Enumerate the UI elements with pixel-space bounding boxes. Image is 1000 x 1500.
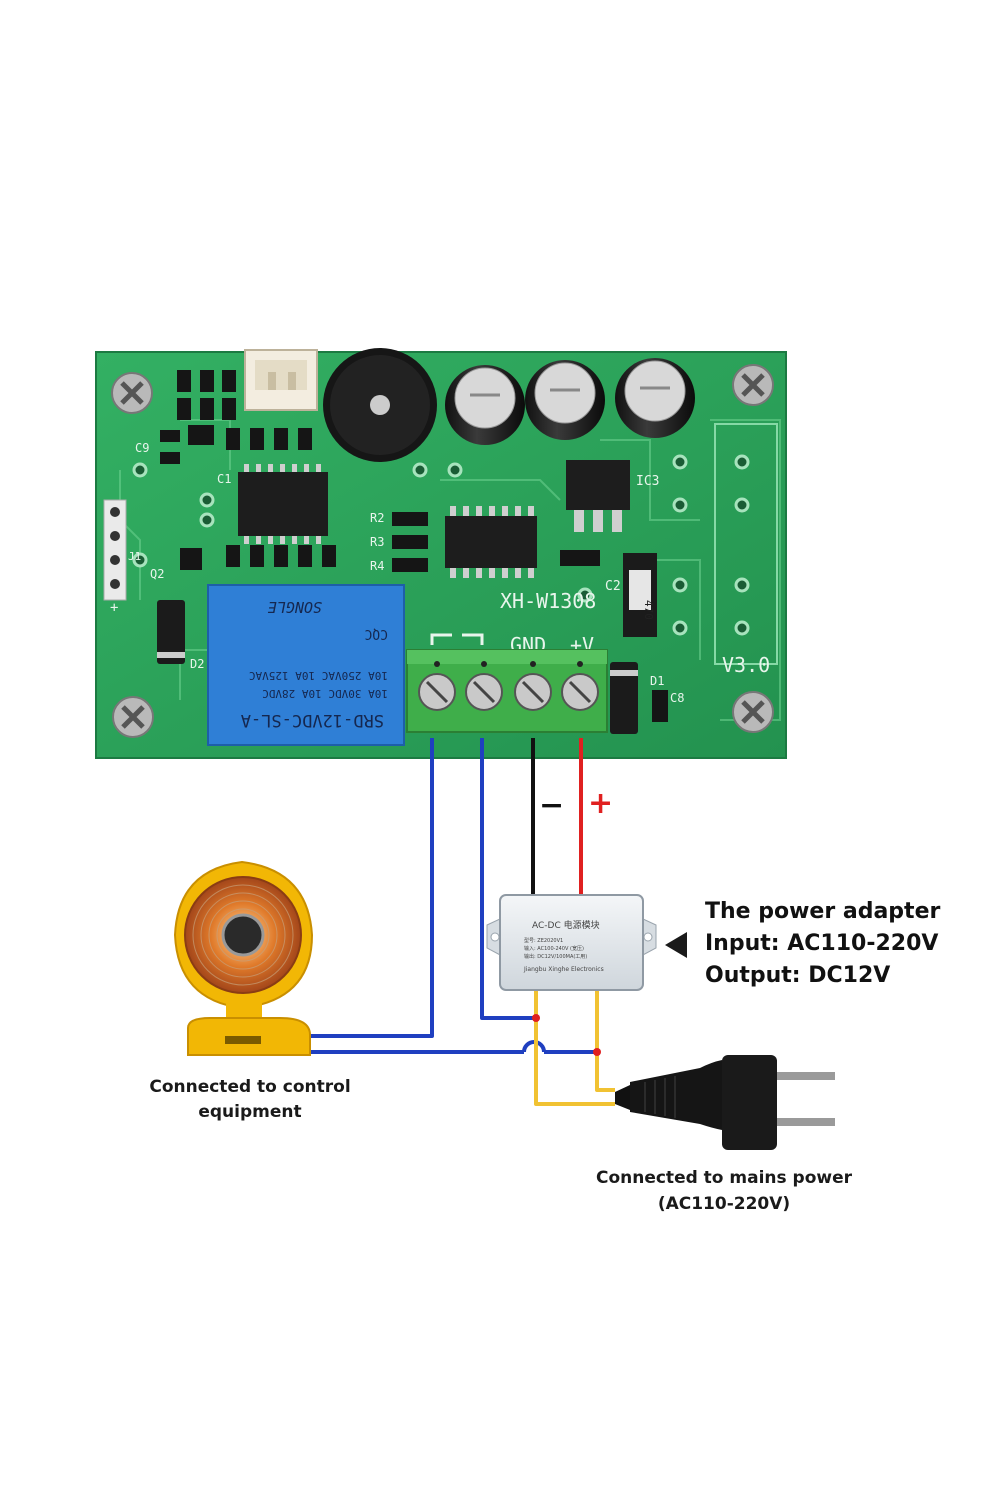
polarity-negative-label: −: [539, 788, 564, 823]
ic-second-chip: [445, 506, 537, 578]
label-ic3: IC3: [636, 474, 659, 489]
junction-dot-right: [593, 1048, 601, 1056]
wire-blue-relay-to-heater: [310, 738, 434, 1038]
relay-rating-line2: 10A 250VAC 10A 125VAC: [249, 669, 388, 682]
adapter-note-output: Output: DC12V: [705, 963, 890, 988]
label-j1: J1: [128, 550, 141, 563]
adapter-line3-text: 输出: DC12V/100MA(工用): [524, 953, 587, 960]
label-r2: R2: [370, 511, 384, 525]
screw-bottom-left: [112, 696, 154, 738]
screw-top-left: [111, 372, 153, 414]
board-model-label: XH-W1308: [500, 589, 596, 613]
adapter-title-text: AC-DC 电源模块: [532, 919, 600, 931]
wire-yellow-left: [534, 990, 615, 1106]
label-r4: R4: [370, 559, 384, 573]
label-r3: R3: [370, 535, 384, 549]
capacitor-c2: [525, 360, 605, 440]
adapter-note-title: The power adapter: [705, 899, 940, 924]
heater-icon: [173, 860, 314, 1056]
plug-caption-line2: (AC110-220V): [658, 1194, 790, 1214]
relay-contact-symbol: [430, 633, 484, 645]
buzzer: [323, 348, 437, 462]
diode-d2: [157, 600, 185, 664]
label-d2: D2: [190, 657, 204, 671]
label-c2: C2: [605, 579, 621, 594]
terminal-screw-pos: [561, 661, 599, 711]
heater-caption-line1: Connected to control: [149, 1077, 350, 1097]
wire-yellow-right: [595, 990, 615, 1092]
diode-d1: [610, 662, 638, 734]
voltage-regulator-ic3: [566, 460, 630, 532]
label-d1: D1: [650, 674, 664, 688]
pcb-board: C9 C1 R2 R3 R4 Q2 D2 IC3 C2 D1 C8 J1 + 4…: [95, 348, 787, 759]
polarity-positive-label: +: [588, 786, 613, 821]
heater-caption-line2: equipment: [198, 1102, 301, 1122]
wires: [310, 738, 615, 1106]
pcb-vias: [132, 454, 750, 636]
board-version-label: V3.0: [722, 653, 770, 677]
adapter-note-input: Input: AC110-220V: [705, 931, 938, 956]
resistor-470: [623, 553, 657, 637]
terminal-screw-gnd: [514, 661, 552, 711]
header-j1: [103, 499, 127, 601]
capacitor-c3: [615, 358, 695, 438]
pcb-silkscreen-box: [714, 423, 778, 665]
relay-brand-text: SONGLE: [268, 598, 322, 616]
label-resistor-470: 470: [642, 600, 655, 620]
label-plus: +: [110, 600, 118, 616]
adapter-pointer-icon: [665, 932, 687, 958]
terminal-screw-2: [465, 661, 503, 711]
capacitor-c1: [445, 365, 525, 445]
jst-connector: [244, 349, 318, 411]
relay-songle: SRD-12VDC-SL-A 10A 30VDC 10A 28VDC 10A 2…: [207, 584, 405, 746]
junction-dot-left: [532, 1014, 540, 1022]
mains-plug-icon: [615, 1055, 835, 1150]
relay-rating-line1: 10A 30VDC 10A 28VDC: [262, 687, 388, 700]
plug-caption-line1: Connected to mains power: [596, 1168, 853, 1188]
label-q2: Q2: [150, 567, 164, 581]
adapter-maker-text: Jiangbu Xinghe Electronics: [523, 966, 604, 973]
power-adapter: AC-DC 电源模块 型号: ZE2020V1 输入: AC100-240V (…: [486, 894, 657, 991]
label-c1: C1: [217, 472, 231, 486]
relay-model-text: SRD-12VDC-SL-A: [241, 710, 384, 730]
smd-components: [160, 370, 668, 722]
screw-top-right: [732, 364, 774, 406]
label-c9: C9: [135, 441, 149, 455]
terminal-block: [406, 649, 608, 733]
label-c8: C8: [670, 691, 684, 705]
relay-cert-text: CQC: [365, 626, 388, 641]
ic-main-chip: [238, 464, 328, 544]
terminal-screw-1: [418, 661, 456, 711]
adapter-line1-text: 型号: ZE2020V1: [524, 937, 563, 944]
screw-bottom-right: [732, 691, 774, 733]
adapter-line2-text: 输入: AC100-240V (宽压): [524, 945, 584, 952]
wire-blue-relay-to-mains: [480, 738, 536, 1020]
